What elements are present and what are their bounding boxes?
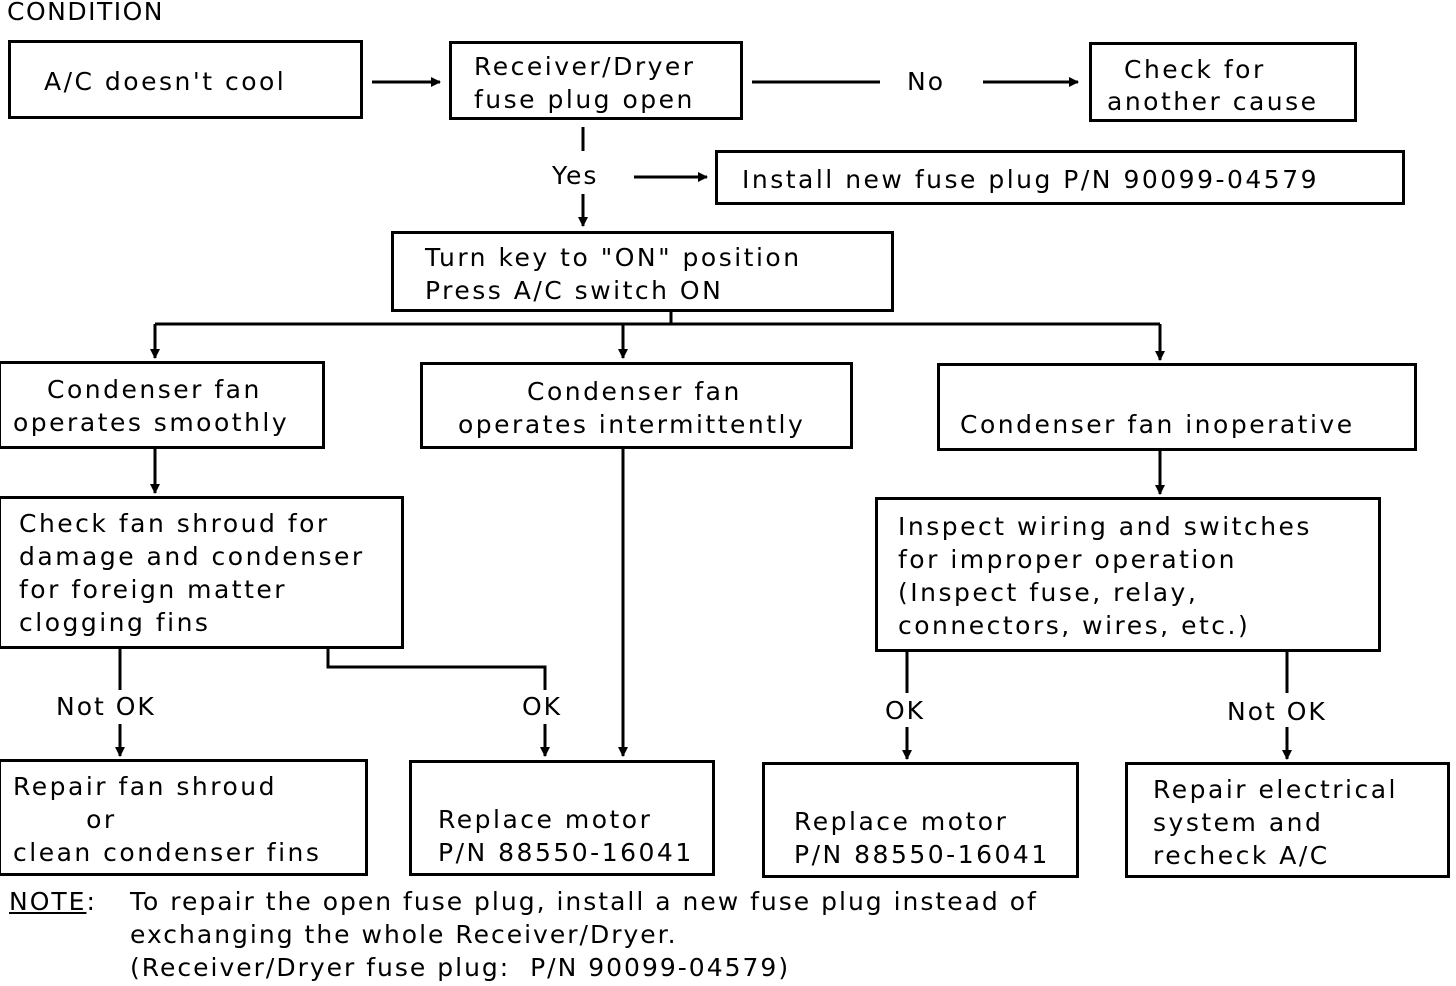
note-separator: : bbox=[86, 887, 97, 916]
repair-shroud-line-3: clean condenser fins bbox=[13, 838, 322, 867]
repair-shroud-line-1: Repair fan shroud bbox=[13, 772, 278, 801]
line-shroud-ok bbox=[326, 649, 547, 690]
repair-shroud-line-2: or bbox=[13, 805, 117, 834]
install-fuse-box: Install new fuse plug P/N 90099-04579 bbox=[715, 150, 1405, 205]
inspect-wiring-line-2: for improper operation bbox=[898, 545, 1238, 574]
replace-motor-box-2: Replace motor P/N 88550-16041 bbox=[762, 762, 1079, 878]
label-not-ok-left: Not OK bbox=[56, 692, 156, 721]
condition-text: A/C doesn't cool bbox=[44, 67, 287, 96]
fan-smooth-line-2: operates smoothly bbox=[13, 408, 290, 437]
replace-motor-1-line-2: P/N 88550-16041 bbox=[438, 838, 694, 867]
replace-motor-2-line-2: P/N 88550-16041 bbox=[794, 840, 1050, 869]
other-cause-line-2: another cause bbox=[1107, 87, 1319, 116]
check-shroud-box: Check fan shroud for damage and condense… bbox=[0, 496, 404, 649]
fan-inoperative-box: Condenser fan inoperative bbox=[937, 363, 1417, 451]
check-shroud-line-4: clogging fins bbox=[19, 608, 211, 637]
inspect-wiring-box: Inspect wiring and switches for improper… bbox=[875, 497, 1381, 652]
repair-electrical-box: Repair electrical system and recheck A/C bbox=[1125, 762, 1450, 878]
fuse-check-line-2: fuse plug open bbox=[474, 85, 695, 114]
turn-key-line-2: Press A/C switch ON bbox=[425, 276, 724, 305]
check-shroud-line-3: for foreign matter bbox=[19, 575, 288, 604]
other-cause-box: Check for another cause bbox=[1089, 42, 1357, 122]
condition-box: A/C doesn't cool bbox=[8, 40, 363, 119]
fan-smooth-line-1: Condenser fan bbox=[47, 375, 262, 404]
condition-header: CONDITION bbox=[7, 0, 164, 26]
note-line-2: exchanging the whole Receiver/Dryer. bbox=[130, 920, 678, 949]
replace-motor-box-1: Replace motor P/N 88550-16041 bbox=[409, 760, 715, 876]
fuse-check-line-1: Receiver/Dryer bbox=[474, 52, 696, 81]
fan-smooth-box: Condenser fan operates smoothly bbox=[0, 361, 325, 449]
inspect-wiring-line-1: Inspect wiring and switches bbox=[898, 512, 1312, 541]
repair-electrical-line-2: system and bbox=[1153, 808, 1324, 837]
label-ok-left: OK bbox=[522, 692, 563, 721]
label-not-ok-right: Not OK bbox=[1227, 697, 1327, 726]
repair-electrical-line-3: recheck A/C bbox=[1153, 841, 1330, 870]
fan-intermittent-line-1: Condenser fan bbox=[527, 377, 742, 406]
turn-key-line-1: Turn key to "ON" position bbox=[425, 243, 802, 272]
fan-inoperative-text: Condenser fan inoperative bbox=[960, 410, 1355, 439]
check-shroud-line-2: damage and condenser bbox=[19, 542, 365, 571]
note-line-1: To repair the open fuse plug, install a … bbox=[130, 887, 1038, 916]
label-ok-right: OK bbox=[885, 696, 926, 725]
note-block: NOTE: bbox=[9, 887, 97, 917]
fuse-check-box: Receiver/Dryer fuse plug open bbox=[449, 41, 743, 120]
label-yes: Yes bbox=[552, 161, 599, 190]
repair-shroud-box: Repair fan shroud or clean condenser fin… bbox=[0, 759, 368, 876]
note-line-3: (Receiver/Dryer fuse plug: P/N 90099-045… bbox=[130, 953, 791, 982]
fan-intermittent-line-2: operates intermittently bbox=[458, 410, 806, 439]
inspect-wiring-line-3: (Inspect fuse, relay, bbox=[898, 578, 1199, 607]
replace-motor-2-line-1: Replace motor bbox=[794, 807, 1009, 836]
fan-intermittent-box: Condenser fan operates intermittently bbox=[420, 362, 853, 449]
note-label: NOTE bbox=[9, 887, 87, 916]
inspect-wiring-line-4: connectors, wires, etc.) bbox=[898, 611, 1251, 640]
install-fuse-text: Install new fuse plug P/N 90099-04579 bbox=[742, 165, 1320, 194]
replace-motor-1-line-1: Replace motor bbox=[438, 805, 653, 834]
label-no: No bbox=[907, 67, 945, 96]
check-shroud-line-1: Check fan shroud for bbox=[19, 509, 330, 538]
turn-key-box: Turn key to "ON" position Press A/C swit… bbox=[391, 231, 894, 312]
other-cause-line-1: Check for bbox=[1124, 55, 1266, 84]
repair-electrical-line-1: Repair electrical bbox=[1153, 775, 1398, 804]
